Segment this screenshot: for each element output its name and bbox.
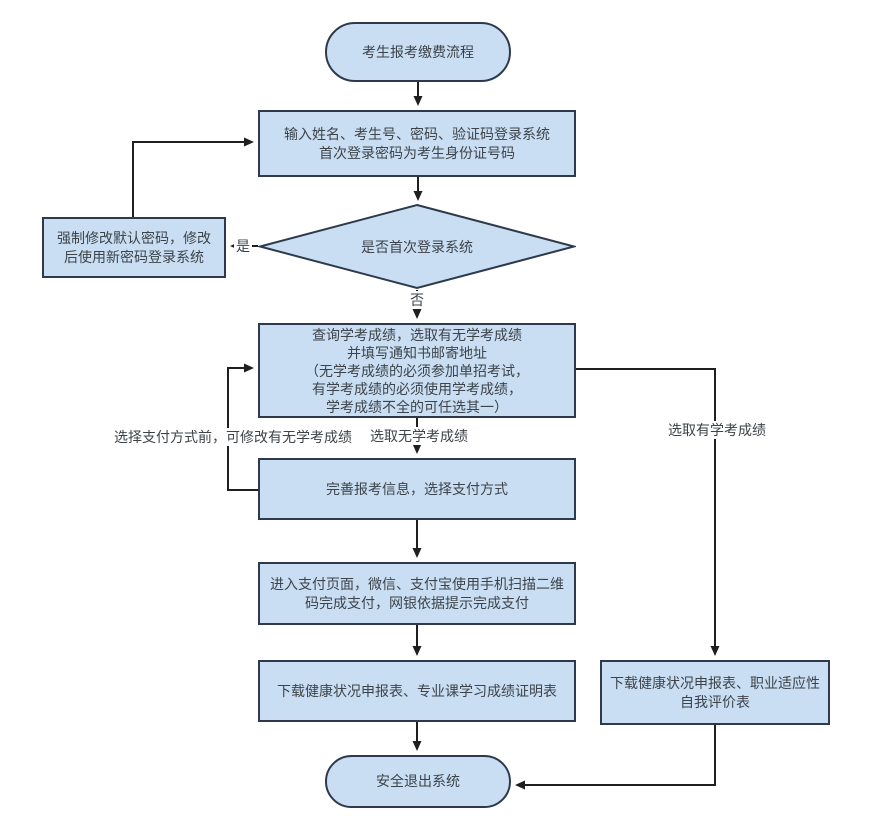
node-force-change-password-line1: 强制修改默认密码，修改 [57,229,211,246]
node-force-change-password-line2: 后使用新密码登录系统 [64,248,204,265]
node-payment-line1: 进入支付页面，微信、支付宝使用手机扫描二维 [270,575,564,592]
node-download-no-scores: 下载健康状况申报表、专业课学习成绩证明表 [258,660,576,722]
edge-label-yes: 是 [234,237,252,255]
node-query-scores-line1: 查询学考成绩，选取有无学考成绩 [312,326,522,343]
node-download-has-scores-line1: 下载健康状况申报表、职业适应性 [610,674,820,691]
node-payment: 进入支付页面，微信、支付宝使用手机扫描二维 码完成支付，网银依据提示完成支付 [258,562,576,625]
node-download-has-scores-line2: 自我评价表 [680,693,750,710]
edge-download-right-to-end [515,725,716,790]
node-login: 输入姓名、考生号、密码、验证码登录系统 首次登录密码为考生身份证号码 [258,110,576,177]
node-query-scores-line2: 并填写通知书邮寄地址 [347,344,487,361]
edge-label-has-scores: 选取有学考成绩 [666,421,768,439]
node-end-label: 安全退出系统 [376,773,460,789]
node-start-label: 考生报考缴费流程 [362,43,474,60]
node-login-line2: 首次登录密码为考生身份证号码 [319,144,515,161]
node-query-scores-line4: 有学考成绩的必须使用学考成绩， [312,380,522,397]
node-download-no-scores-label: 下载健康状况申报表、专业课学习成绩证明表 [277,682,557,699]
node-login-line1: 输入姓名、考生号、密码、验证码登录系统 [284,125,550,142]
node-force-change-password: 强制修改默认密码，修改 后使用新密码登录系统 [42,217,226,278]
edge-force-to-login [132,137,254,217]
edge-query-has-scores-branch [576,368,720,656]
node-query-scores-line3: （无学考成绩的必须参加单招考试， [305,362,529,379]
decision-diamond-shape [258,203,576,290]
node-first-login-decision: 是否首次登录系统 [258,203,576,290]
node-query-scores-line5: 学考成绩不全的可任选其一） [326,398,508,415]
edge-label-no-scores: 选取无学考成绩 [368,427,470,445]
edge-label-no: 否 [408,291,426,309]
node-complete-info: 完善报考信息，选择支付方式 [258,458,576,520]
edge-label-before-payment: 选择支付方式前，可修改有无学考成绩 [112,428,354,446]
node-payment-line2: 码完成支付，网银依据提示完成支付 [305,594,529,611]
node-download-has-scores: 下载健康状况申报表、职业适应性 自我评价表 [600,660,830,725]
node-first-login-decision-label: 是否首次登录系统 [361,238,473,255]
node-start: 考生报考缴费流程 [325,22,511,82]
node-query-scores: 查询学考成绩，选取有无学考成绩 并填写通知书邮寄地址 （无学考成绩的必须参加单招… [258,323,576,418]
node-complete-info-label: 完善报考信息，选择支付方式 [326,480,508,497]
node-end: 安全退出系统 [325,755,511,808]
